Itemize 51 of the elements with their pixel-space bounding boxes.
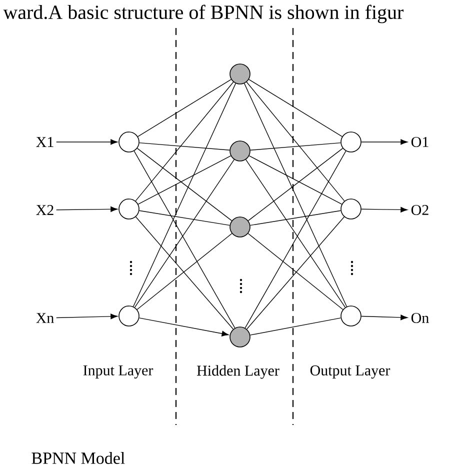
hidden-neuron bbox=[230, 140, 250, 162]
connection-line bbox=[136, 233, 232, 310]
connection-line bbox=[250, 210, 342, 226]
neuron bbox=[340, 306, 362, 326]
arrow bbox=[138, 318, 229, 336]
connection-line bbox=[246, 82, 345, 202]
connection-line bbox=[136, 148, 232, 222]
node-label: X1 bbox=[36, 137, 54, 147]
connection-line bbox=[244, 83, 348, 307]
connection-line bbox=[134, 159, 235, 308]
node-label: O1 bbox=[411, 136, 428, 148]
arrow bbox=[361, 314, 408, 320]
layer-label: Hidden Layer bbox=[197, 365, 280, 379]
connection-line bbox=[134, 150, 236, 328]
node-label: Xn bbox=[36, 313, 54, 323]
arrow bbox=[361, 206, 408, 212]
hidden-neuron bbox=[230, 64, 250, 84]
connection-line bbox=[244, 150, 346, 328]
caption-text: ward.A basic structure of BPNN is shown in figur bbox=[3, 4, 404, 24]
connection-line bbox=[138, 210, 230, 226]
arrow bbox=[56, 206, 118, 212]
connection-line bbox=[133, 83, 236, 307]
connection-line bbox=[246, 216, 345, 330]
connection-line bbox=[248, 233, 344, 310]
connection-line bbox=[135, 82, 234, 202]
neuron bbox=[340, 198, 362, 220]
connection-line bbox=[139, 142, 230, 150]
connection-line bbox=[245, 159, 346, 308]
hidden-neuron bbox=[230, 216, 250, 238]
arrow bbox=[56, 314, 118, 320]
neuron bbox=[118, 198, 140, 220]
connection-line bbox=[138, 79, 232, 137]
neuron bbox=[118, 132, 140, 152]
node-label: On bbox=[411, 312, 429, 324]
connection-line bbox=[138, 155, 232, 205]
connection-line bbox=[250, 318, 342, 336]
connection-line bbox=[248, 79, 342, 137]
layer-label: Input Layer bbox=[83, 365, 154, 378]
connection-line bbox=[248, 155, 342, 205]
node-label: O2 bbox=[411, 204, 428, 216]
hidden-neuron bbox=[230, 326, 250, 348]
neuron bbox=[118, 306, 140, 326]
connection-line bbox=[250, 142, 341, 150]
connection-line bbox=[135, 216, 234, 330]
neuron bbox=[340, 132, 362, 152]
arrow bbox=[56, 139, 118, 145]
layer-label: Output Layer bbox=[310, 365, 390, 379]
connection-line bbox=[248, 148, 344, 222]
caption-text: BPNN Model bbox=[32, 452, 125, 464]
arrow bbox=[361, 139, 408, 145]
node-label: X2 bbox=[36, 205, 54, 215]
